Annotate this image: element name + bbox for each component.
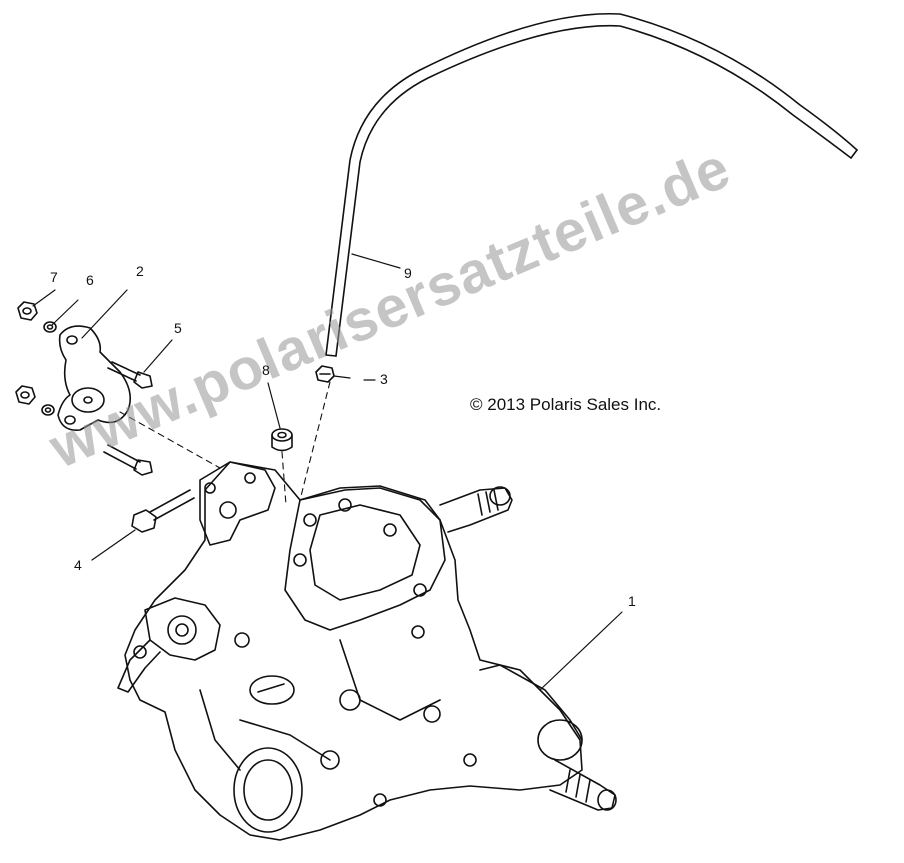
- vent-hose: [325, 12, 858, 357]
- callout-1: 1: [628, 593, 636, 609]
- callout-5: 5: [174, 320, 182, 336]
- callout-2: 2: [136, 263, 144, 279]
- leader-lines: [32, 253, 623, 691]
- spacer: [271, 428, 293, 452]
- hose-fitting: [315, 365, 335, 383]
- bolt-lower: [103, 444, 153, 476]
- callout-7: 7: [50, 269, 58, 285]
- callout-9: 9: [404, 265, 412, 281]
- assembly-lines: [119, 381, 331, 506]
- callout-8: 8: [262, 362, 270, 378]
- mount-bracket: [57, 325, 131, 432]
- callout-6: 6: [86, 272, 94, 288]
- callout-3: 3: [380, 371, 388, 387]
- bolt-long: [131, 489, 195, 533]
- washer: [41, 321, 57, 416]
- callout-4: 4: [74, 557, 82, 573]
- flange-nut: [15, 301, 38, 405]
- bolt-upper: [107, 361, 153, 389]
- transmission-housing: [117, 461, 617, 841]
- copyright-notice: © 2013 Polaris Sales Inc.: [470, 395, 662, 414]
